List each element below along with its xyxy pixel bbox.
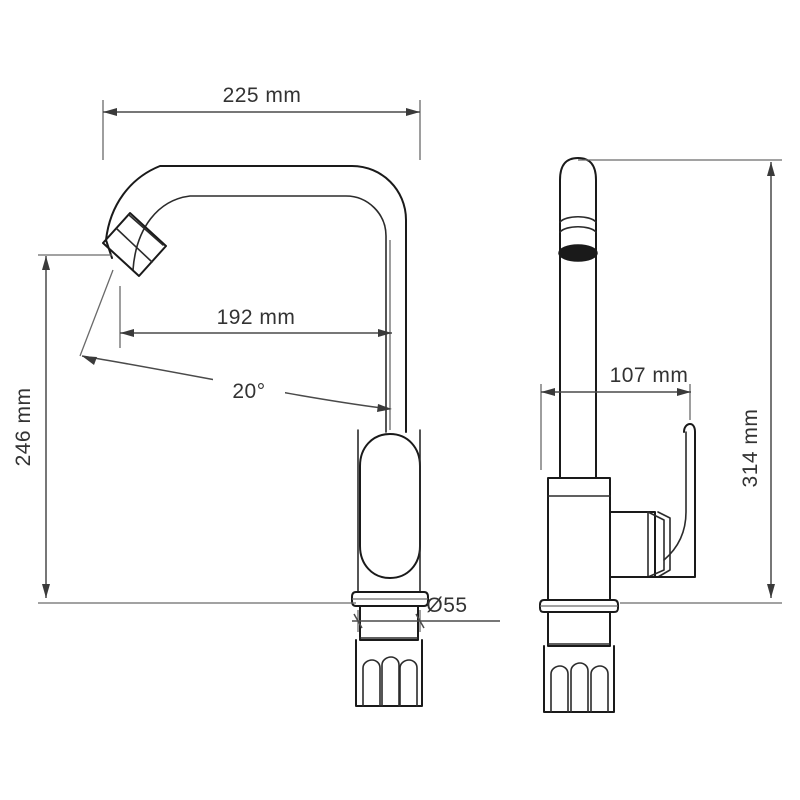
front-view-dimensions: 225 mm 192 mm 20° 246 mm Ø55 — [12, 84, 500, 632]
spout-inner-profile — [132, 195, 387, 433]
arrow-107-left — [541, 388, 555, 396]
shank-collar — [359, 605, 419, 641]
dim-label-314: 314 mm — [739, 409, 762, 488]
arrow-246-top — [42, 256, 50, 270]
dim-label-225: 225 mm — [223, 84, 302, 107]
arrow-246-bottom — [42, 584, 50, 598]
aerator-ring-line — [116, 228, 153, 263]
side-threaded-shank — [543, 645, 615, 713]
shank-slot-3 — [399, 659, 418, 707]
dim-label-107: 107 mm — [610, 364, 689, 387]
side-handle-lever — [609, 423, 696, 578]
arrow-20deg-left — [82, 356, 97, 365]
side-base-flange — [539, 599, 619, 613]
side-spout-tube — [559, 157, 597, 479]
side-aerator-outlet — [558, 244, 598, 262]
tap-body-capsule — [359, 433, 421, 579]
aerator-neck-line — [128, 214, 164, 246]
side-handle-inner-edge — [663, 431, 687, 561]
arrow-225-left — [103, 108, 117, 116]
ext-line-20deg-leader — [79, 269, 114, 357]
side-cartridge-inner-taper — [657, 511, 671, 578]
side-aerator-ring-lower — [559, 225, 597, 233]
arrow-107-right — [677, 388, 691, 396]
spout-outer-profile — [105, 165, 407, 433]
side-shank-slot-3 — [590, 665, 609, 713]
dim-label-d55: Ø55 — [426, 594, 467, 617]
arrow-20deg-right — [377, 404, 392, 412]
shank-slot-2 — [381, 656, 400, 707]
dim-label-20deg-backing — [213, 378, 285, 404]
arrow-314-top — [767, 162, 775, 176]
arrow-192-left — [120, 329, 134, 337]
aerator-block — [102, 212, 167, 277]
shank-slot-1 — [362, 659, 381, 707]
dim-label-20deg: 20° — [232, 380, 265, 403]
dim-label-192: 192 mm — [217, 306, 296, 329]
dim-tick-d55-right — [415, 613, 425, 629]
front-view-group — [102, 165, 429, 707]
dim-label-246: 246 mm — [12, 388, 35, 467]
side-aerator-ring-upper — [559, 215, 597, 223]
arrow-225-right — [406, 108, 420, 116]
side-shank-slot-1 — [550, 665, 569, 713]
dim-tick-d55-left — [353, 613, 363, 629]
side-cartridge-taper — [647, 511, 665, 578]
side-shank-collar — [547, 611, 611, 647]
side-view-dimensions: 107 mm 314 mm — [540, 159, 782, 604]
base-flange — [351, 591, 429, 607]
side-shank-slot-2 — [570, 662, 589, 713]
side-view-group — [539, 157, 696, 713]
arrow-314-bottom — [767, 584, 775, 598]
arrow-192-right — [378, 329, 392, 337]
threaded-shank — [355, 639, 423, 707]
